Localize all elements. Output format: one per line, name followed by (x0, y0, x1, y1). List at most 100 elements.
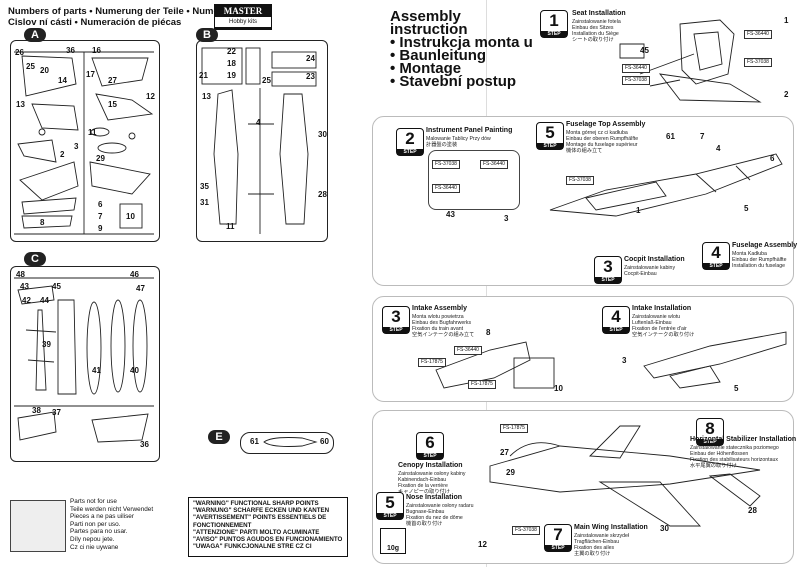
color-code: FS-37038 (432, 160, 460, 169)
intake-install-drawing (643, 331, 787, 389)
step-title: Main Wing Installation (574, 524, 648, 531)
part-num: 38 (32, 406, 41, 415)
part-num: 21 (199, 71, 208, 80)
part-num: 60 (320, 437, 329, 446)
callout: 1 (784, 16, 789, 25)
part-num: 24 (306, 54, 315, 63)
part-num: 35 (200, 182, 209, 191)
sprue-e-badge: E (208, 430, 230, 444)
weight-icon: 10g (380, 528, 406, 554)
color-code: FS-37038 (512, 526, 540, 535)
color-code: FS-17875 (468, 380, 496, 389)
callout: 28 (748, 506, 757, 515)
color-code: FS-36440 (744, 30, 772, 39)
part-num: 25 (262, 76, 271, 85)
part-num: 43 (20, 282, 29, 291)
part-num: 18 (227, 59, 236, 68)
callout: 6 (770, 154, 775, 163)
step-title: Cenopy Installation (398, 462, 463, 469)
callout: 5 (744, 204, 749, 213)
sprue-b-badge: B (196, 28, 218, 42)
sprue-a-badge: A (24, 28, 46, 42)
step-title: Intake Installation (632, 305, 692, 312)
part-num: 11 (226, 222, 235, 231)
callout: 45 (640, 46, 649, 55)
part-num: 22 (227, 47, 236, 56)
callout: 30 (660, 524, 669, 533)
part-num: 25 (26, 62, 35, 71)
sprue-a-drawing (14, 51, 154, 235)
part-num: 42 (22, 296, 31, 305)
part-num: 2 (60, 150, 65, 159)
part-num: 8 (40, 218, 45, 227)
part-num: 45 (52, 282, 61, 291)
callout: 12 (478, 540, 487, 549)
fuselage-top-drawing (549, 153, 783, 217)
callout: 8 (486, 328, 491, 337)
aircraft-drawing (489, 425, 761, 527)
part-num: 23 (306, 72, 315, 81)
sprue-e-drawing (263, 437, 318, 447)
color-code: FS-37038 (566, 176, 594, 185)
callout: 4 (716, 144, 721, 153)
sprue-b-drawing (201, 47, 317, 234)
part-num: 19 (227, 71, 236, 80)
color-code: FS-37038 (622, 76, 650, 85)
part-num: 41 (92, 366, 101, 375)
instrument-panel-detail (428, 150, 520, 210)
sprue-c (10, 266, 160, 462)
part-num: 13 (16, 100, 25, 109)
color-code: FS-17875 (500, 424, 528, 433)
callout: 2 (784, 90, 789, 99)
part-num: 37 (52, 408, 61, 417)
part-num: 4 (256, 118, 261, 127)
step-title: Cocpit Installation (624, 256, 685, 263)
intake-drawing (435, 341, 555, 389)
sprue-e (240, 432, 334, 454)
part-num: 16 (92, 46, 101, 55)
part-num: 30 (318, 130, 327, 139)
callout: 3 (504, 214, 509, 223)
part-num: 11 (88, 128, 97, 137)
part-num: 48 (16, 270, 25, 279)
seat-drawing (619, 19, 762, 103)
callout: 5 (734, 384, 739, 393)
step-title: Nose Installation (406, 494, 463, 501)
color-code: FS-36440 (480, 160, 508, 169)
part-num: 14 (58, 76, 67, 85)
color-code: FS-36440 (622, 64, 650, 73)
callout: 1 (636, 206, 641, 215)
callout: 27 (500, 448, 509, 457)
part-num: 26 (15, 48, 24, 57)
step-title: Seat Installation (572, 10, 626, 17)
sprue-c-badge: C (24, 252, 46, 266)
color-code: FS-37038 (744, 58, 772, 67)
sprue-c-drawing (14, 277, 154, 443)
part-num: 46 (130, 270, 139, 279)
callout: 43 (446, 210, 455, 219)
part-num: 7 (98, 212, 103, 221)
part-num: 6 (98, 200, 103, 209)
part-num: 9 (98, 224, 103, 233)
part-num: 44 (40, 296, 49, 305)
brand-logo: MASTER Hobby kits (214, 4, 272, 30)
